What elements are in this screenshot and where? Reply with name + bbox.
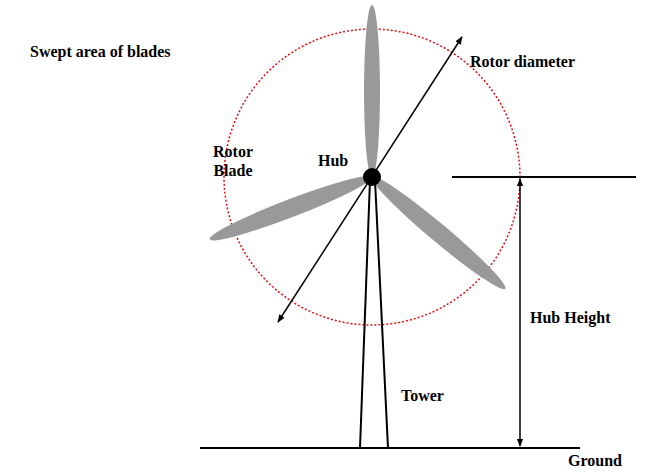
ground-line	[200, 447, 580, 449]
diameter-arrow	[278, 37, 462, 322]
part-name: Tower	[401, 386, 444, 405]
rotor-blade	[366, 170, 511, 296]
part-name: Rotor Blade	[205, 142, 261, 180]
dimension-label: Rotor diameter	[470, 52, 575, 71]
rotor-blade	[364, 5, 380, 177]
dimension-label: Hub Height	[530, 308, 610, 327]
part-name: Ground	[568, 451, 622, 470]
hub-height-arrow	[519, 179, 521, 446]
part-name: Hub	[318, 151, 348, 170]
rotor-blade	[206, 169, 375, 248]
hub-level-line	[452, 176, 636, 178]
tower-line	[360, 180, 370, 448]
tower-line	[375, 180, 388, 448]
area-label: Swept area of blades	[30, 42, 171, 61]
